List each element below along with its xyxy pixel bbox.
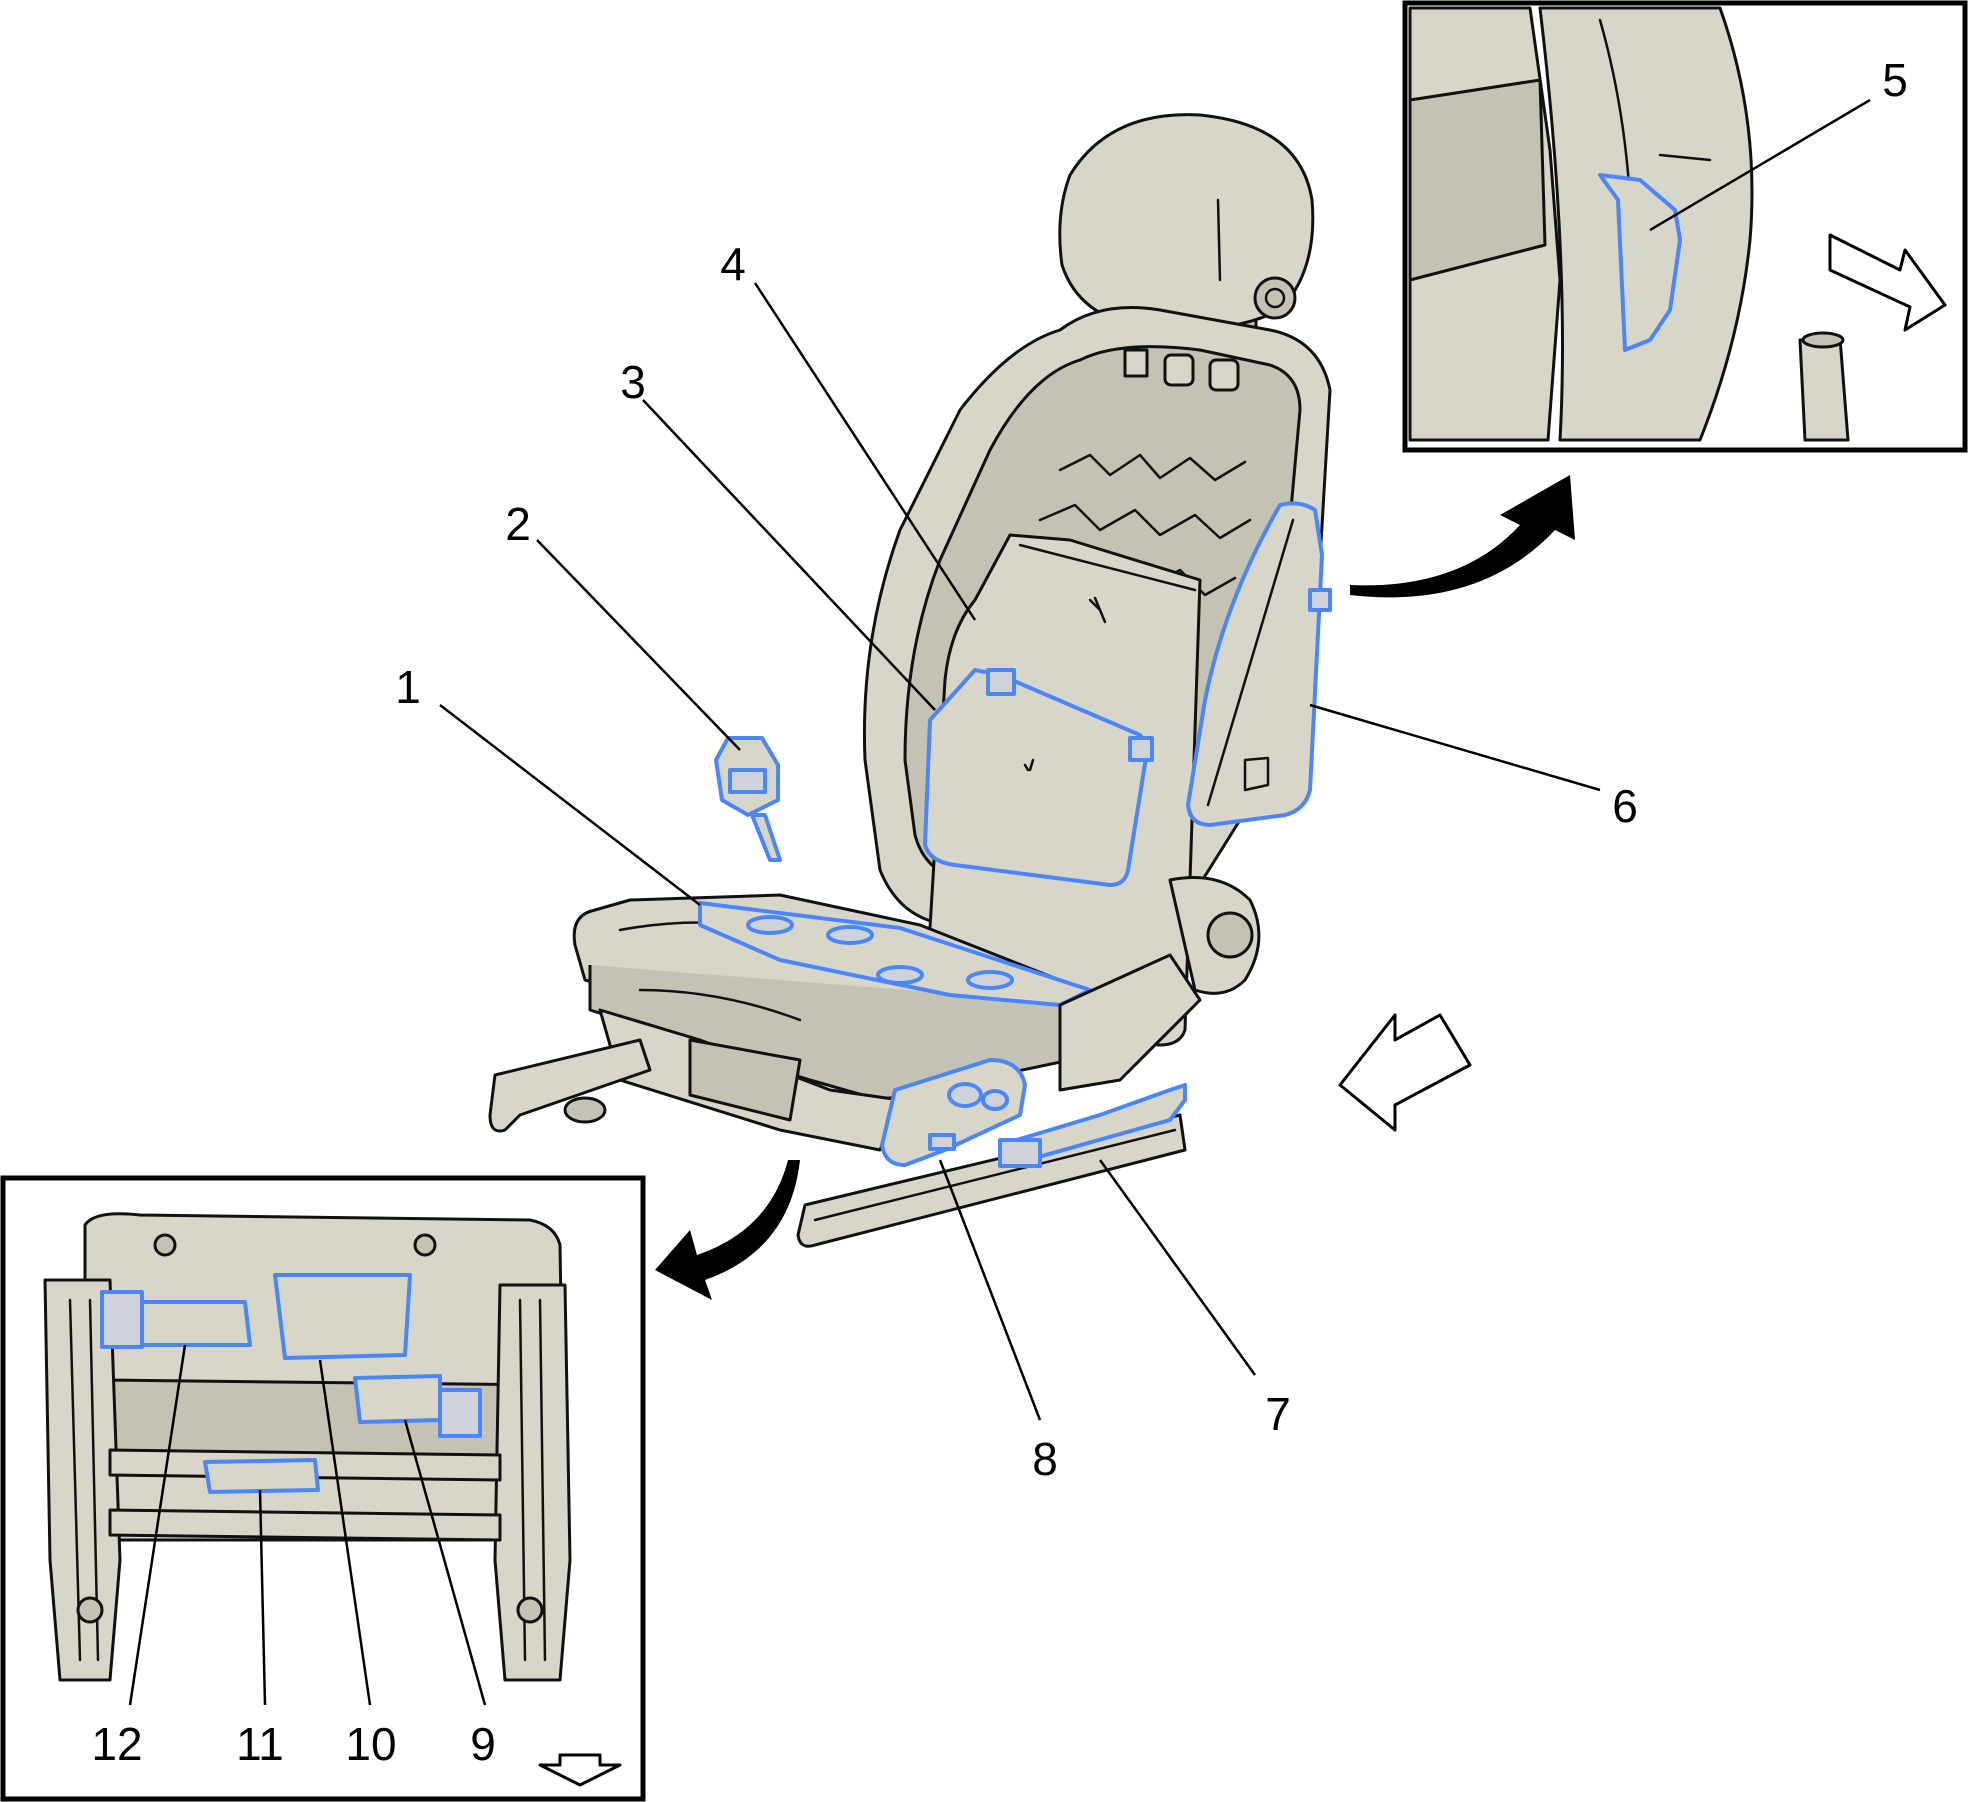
seat-belt-buckle xyxy=(714,736,782,862)
module-12 xyxy=(128,1300,252,1347)
callout-4: 4 xyxy=(720,238,746,290)
detail-inset-top xyxy=(1402,0,1968,453)
seat-assembly xyxy=(488,113,1332,1248)
callout-3: 3 xyxy=(620,356,646,408)
callout-9: 9 xyxy=(470,1718,496,1770)
module-9 xyxy=(353,1374,442,1424)
callout-7: 7 xyxy=(1265,1388,1291,1440)
curved-arrow-icon xyxy=(655,1160,800,1300)
seat-adjuster-switch-bezel xyxy=(880,1058,1027,1167)
seat-rails xyxy=(488,1038,1187,1248)
callout-12: 12 xyxy=(91,1718,142,1770)
callout-6: 6 xyxy=(1612,780,1638,832)
open-block-arrow-icon xyxy=(1338,1013,1472,1132)
seat-back-lower-module xyxy=(923,668,1154,887)
side-airbag-module xyxy=(1186,501,1332,827)
callout-labels: 1 2 3 4 5 6 7 8 9 10 11 12 xyxy=(91,54,1907,1770)
occupant-sensor-mat xyxy=(698,901,1092,1007)
leader-lines xyxy=(128,98,1871,1706)
callout-5: 5 xyxy=(1882,54,1908,106)
module-10 xyxy=(273,1273,412,1360)
seat-adjuster-motor xyxy=(998,1083,1187,1168)
callout-8: 8 xyxy=(1032,1433,1058,1485)
callout-2: 2 xyxy=(505,498,531,550)
callout-1: 1 xyxy=(395,661,421,713)
open-down-arrow-icon xyxy=(538,1753,622,1787)
seat-base-frame xyxy=(598,876,1261,1152)
curved-arrow-icon xyxy=(1350,475,1575,598)
detail-inset-bottom xyxy=(0,1175,646,1802)
callout-10: 10 xyxy=(345,1718,396,1770)
module-11 xyxy=(203,1458,320,1494)
open-block-arrow-icon xyxy=(1828,233,1947,332)
callout-11: 11 xyxy=(236,1718,284,1770)
